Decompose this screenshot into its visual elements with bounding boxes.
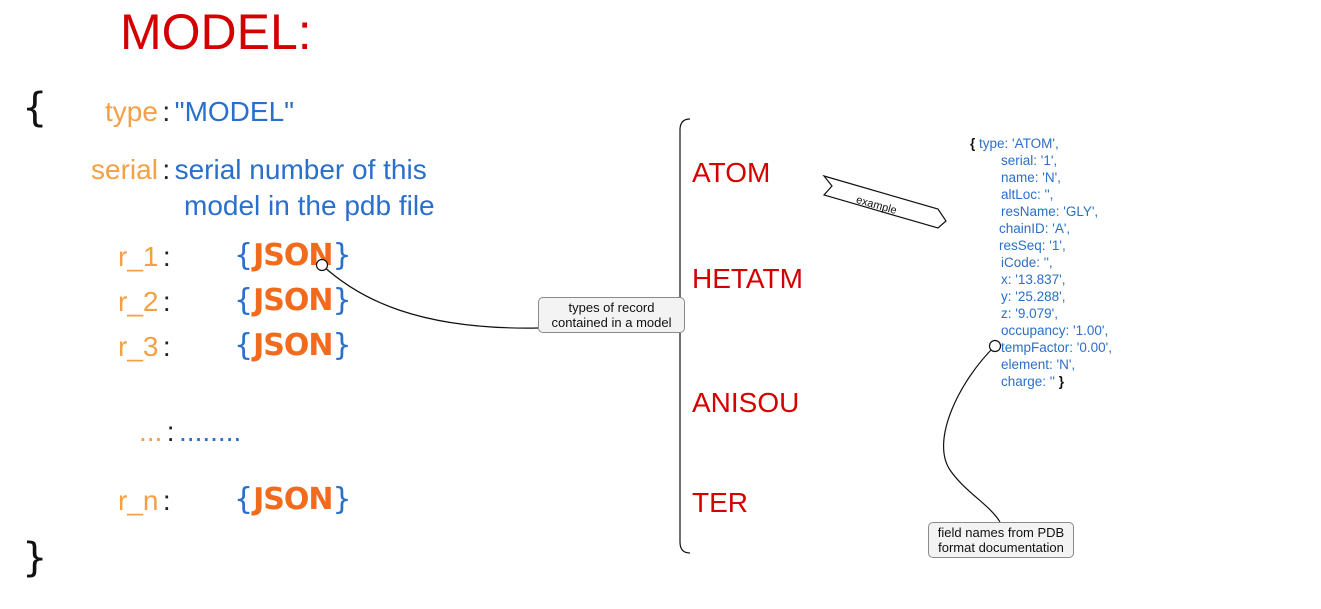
field-type: type : "MODEL": [105, 96, 294, 128]
atom-example-line: z: '9.079',: [1001, 306, 1058, 321]
atom-example-line: element: 'N',: [1001, 357, 1076, 372]
field-r2-colon: :: [162, 286, 171, 317]
atom-example-open-brace: {: [970, 136, 976, 151]
atom-example: { type: 'ATOM', serial: '1', name: 'N', …: [970, 135, 1112, 390]
callout-record-types: types of record contained in a model: [538, 297, 685, 333]
callout-field-names-line2: format documentation: [938, 540, 1064, 555]
json-close-brace: }: [332, 238, 352, 273]
atom-example-line: resSeq: '1',: [999, 238, 1066, 253]
atom-example-line: tempFactor: '0.00',: [1001, 340, 1112, 355]
example-arrow: [822, 174, 947, 229]
callout-record-types-line2: contained in a model: [551, 315, 672, 330]
json-badge-r2: {JSON}: [234, 284, 352, 318]
record-type-ter: TER: [692, 487, 748, 518]
field-type-key: type: [105, 96, 158, 127]
field-r3-key: r_3: [118, 331, 159, 362]
atom-example-line: charge: '': [1001, 374, 1055, 389]
atom-example-line: type: 'ATOM',: [979, 136, 1059, 151]
field-serial-value-line2: model in the pdb file: [184, 190, 435, 221]
field-type-colon: :: [162, 96, 171, 127]
callout-field-names-line1: field names from PDB: [937, 525, 1065, 540]
record-type-hetatm: HETATM: [692, 263, 803, 294]
atom-example-line: x: '13.837',: [1001, 272, 1066, 287]
field-ellipsis-key: ...: [139, 416, 163, 447]
field-rn-key: r_n: [118, 485, 159, 516]
callout-record-types-line1: types of record: [568, 300, 655, 315]
diagram-title: MODEL:: [120, 4, 312, 60]
field-r1-colon: :: [162, 241, 171, 272]
field-ellipsis: ... : ........: [139, 416, 241, 448]
record-type-anisou: ANISOU: [692, 387, 800, 418]
field-type-value: "MODEL": [174, 96, 295, 127]
field-rn-colon: :: [162, 485, 171, 516]
field-r2-key: r_2: [118, 286, 159, 317]
json-close-brace: }: [332, 328, 352, 363]
connector-field-names: [942, 345, 1001, 523]
field-ellipsis-value: ........: [179, 416, 242, 447]
json-open-brace: {: [234, 328, 254, 363]
field-r3: r_3 :: [118, 331, 171, 363]
atom-example-line: chainID: 'A',: [999, 221, 1071, 236]
json-open-brace: {: [234, 283, 254, 318]
record-types-bracket: [679, 118, 691, 554]
json-open-brace: {: [234, 482, 254, 517]
open-brace: {: [22, 85, 48, 131]
record-type-atom: ATOM: [692, 157, 771, 188]
field-r2: r_2 :: [118, 286, 171, 318]
json-open-brace: {: [234, 238, 254, 273]
field-rn: r_n :: [118, 485, 171, 517]
atom-example-line: occupancy: '1.00',: [1001, 323, 1109, 338]
atom-example-line: altLoc: '',: [1001, 187, 1054, 202]
atom-example-line: name: 'N',: [1001, 170, 1061, 185]
field-serial-colon: :: [162, 154, 171, 185]
field-serial: serial : serial number of this: [91, 154, 427, 186]
close-brace: }: [22, 535, 48, 581]
atom-example-line: iCode: '',: [1001, 255, 1053, 270]
field-r1: r_1 :: [118, 241, 171, 273]
field-serial-value-line1: serial number of this: [174, 154, 427, 185]
atom-example-line: resName: 'GLY',: [1001, 204, 1099, 219]
json-logo-icon: JSON: [253, 482, 333, 517]
connector-record-types: [321, 264, 539, 329]
json-logo-icon: JSON: [253, 328, 333, 363]
atom-example-close-brace: }: [1058, 374, 1064, 389]
connector-anchor: [315, 258, 329, 272]
field-ellipsis-colon: :: [166, 416, 175, 447]
field-serial-key: serial: [91, 154, 158, 185]
json-logo-icon: JSON: [253, 283, 333, 318]
json-badge-r3: {JSON}: [234, 329, 352, 363]
field-r3-colon: :: [162, 331, 171, 362]
callout-field-names: field names from PDB format documentatio…: [928, 522, 1074, 558]
atom-example-line: serial: '1',: [1001, 153, 1058, 168]
atom-example-line: y: '25.288',: [1001, 289, 1066, 304]
json-close-brace: }: [332, 482, 352, 517]
json-close-brace: }: [332, 283, 352, 318]
json-badge-rn: {JSON}: [234, 483, 352, 517]
field-r1-key: r_1: [118, 241, 159, 272]
connector-anchor: [988, 339, 1002, 353]
